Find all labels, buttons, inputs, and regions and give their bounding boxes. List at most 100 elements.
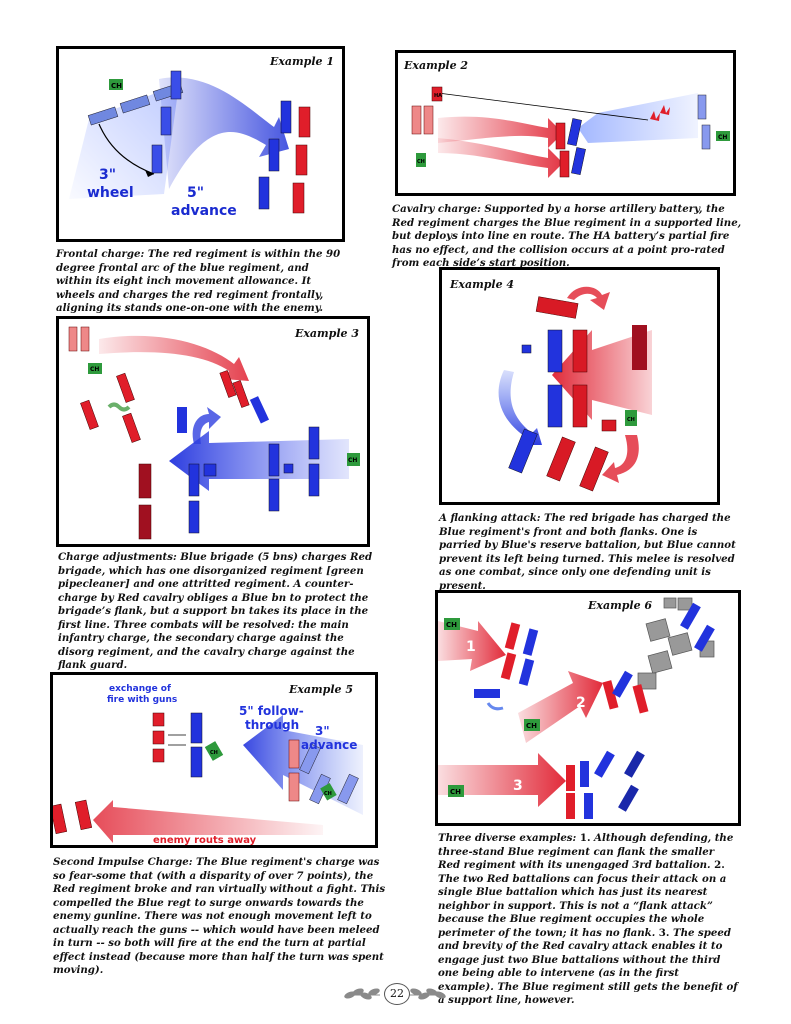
example-6-caption: Three diverse examples: 1. Although defe… [438,832,738,1008]
blue-ch-marker-start [320,782,337,801]
fire-burst [650,105,670,121]
advance-label-1: 3" [315,724,330,738]
red-attritted-regiment [138,463,152,540]
cap6-c: The two Red battalions can focus their a… [438,872,727,939]
advance-label: advance [171,203,237,219]
example-6-diagram: CH CH CH 1 2 3 [438,597,715,819]
red-cavalry-arrow [99,335,249,381]
routs-label: enemy routs away [153,835,257,846]
ch-label-1: CH [210,750,218,756]
example-4-title: Example 4 [450,278,515,291]
arrow-3 [438,753,566,807]
exchange-label-2: fire with guns [107,695,177,705]
red-brigade [535,296,617,492]
red-reserve [632,325,647,370]
red-start-line [411,105,434,135]
cap6-n1: 1. [579,832,591,844]
example-2-caption: Cavalry charge: Supported by a horse art… [392,203,742,269]
red-ch-label: CH [417,159,425,165]
fire-arrows [168,734,186,746]
example-2-title: Example 2 [404,59,469,72]
blue-flank-arrow [192,407,221,444]
number-2: 2 [576,695,586,711]
example-4-diagram: CH [498,286,652,492]
blue-support [177,407,187,433]
red-ch-marker [416,153,426,167]
follow-label-2: through [245,718,299,732]
red-regiment-contact [555,122,570,178]
cap6-b: Although defending, the three-stand Blue… [438,832,734,871]
red-charge-arrow-upper [438,116,563,148]
cap6-d: The speed and brevity of the Red cavalry… [438,926,738,1007]
arrow-2 [518,671,603,743]
advance-distance: 5" [187,185,204,201]
blue-regiment-final [190,712,203,778]
ch-label-1: CH [446,621,457,629]
example-5-title: Example 5 [288,683,353,696]
wheel-label: wheel [87,185,134,201]
number-1: 1 [466,639,476,655]
red-ch-label: CH [627,417,635,423]
example-3-diagram: CH CH [68,326,360,540]
group-3-units [566,750,645,819]
ch-label: CH [111,82,122,90]
wheel-shadow [69,84,179,199]
page-number: 22 [384,983,410,1005]
example-4-panel: Example 4 [439,267,720,505]
group-1-units [474,622,539,711]
red-top-arrow [567,286,610,310]
example-3-panel: Example 3 CH [56,316,370,547]
red-charge-arrow-lower [438,138,563,178]
red-cavalry-start [68,326,90,352]
red-bottom-arrow [602,435,639,483]
ha-fire-line [437,92,649,121]
red-guns [152,712,165,763]
cap6-n3: 3. [658,926,670,939]
example-6-title: Example 6 [588,599,653,612]
follow-label-1: 5" follow- [239,704,304,718]
example-5-panel: Example 5 CH [50,672,378,848]
red-routed-start [288,739,300,802]
ch-label-3: CH [450,788,461,796]
blue-flank-guard [249,396,270,424]
advance-arrow [159,77,289,189]
example-4-caption: A flanking attack: The red brigade has c… [439,512,736,592]
blue-regiment-contact [567,118,586,176]
green-pipecleaner [107,402,131,412]
example-3-caption: Charge adjustments: Blue brigade (5 bns)… [58,551,373,671]
blue-wheeled-line [151,70,182,174]
group-2-units [602,602,715,714]
blue-ch-label: CH [348,457,357,464]
red-ch-marker [625,410,637,426]
number-3: 3 [513,778,523,794]
blue-ch-label: CH [718,134,727,141]
example-6-panel: Example 6 CH CH CH 1 2 3 [435,590,741,826]
ch-marker-2 [524,719,540,731]
red-routed-regiment [53,799,93,835]
wheel-distance: 3" [99,167,116,183]
cap6-n2: 2. [714,859,725,871]
exchange-label-1: exchange of [109,684,171,694]
red-ch-marker [88,363,102,374]
blue-regiment [508,329,563,474]
example-1-panel: Example 1 CH [56,46,345,242]
example-5-caption: Second Impulse Charge: The Blue regiment… [53,856,386,976]
blue-advanced-line [258,100,292,210]
example-1-caption: Frontal charge: The red regiment is with… [56,248,341,314]
ch-label-2: CH [526,722,537,730]
advance-label-2: advance [301,738,357,752]
red-ch-label: CH [90,366,99,373]
ch-marker [109,79,123,90]
example-5-diagram: CH CH exchange of fire with guns 5" foll… [53,684,363,846]
blue-ch-marker-final [204,741,224,761]
blue-ch-marker [347,453,360,466]
town [637,597,715,690]
blue-reserve-arrow [498,370,542,445]
ha-battery [431,86,443,102]
red-regiment [292,106,311,214]
blue-start-line [697,94,711,150]
example-3-title: Example 3 [294,327,359,340]
red-rout-arrow [93,800,323,843]
blue-brigade-front [188,426,320,534]
blue-advance-arrow [578,93,698,143]
